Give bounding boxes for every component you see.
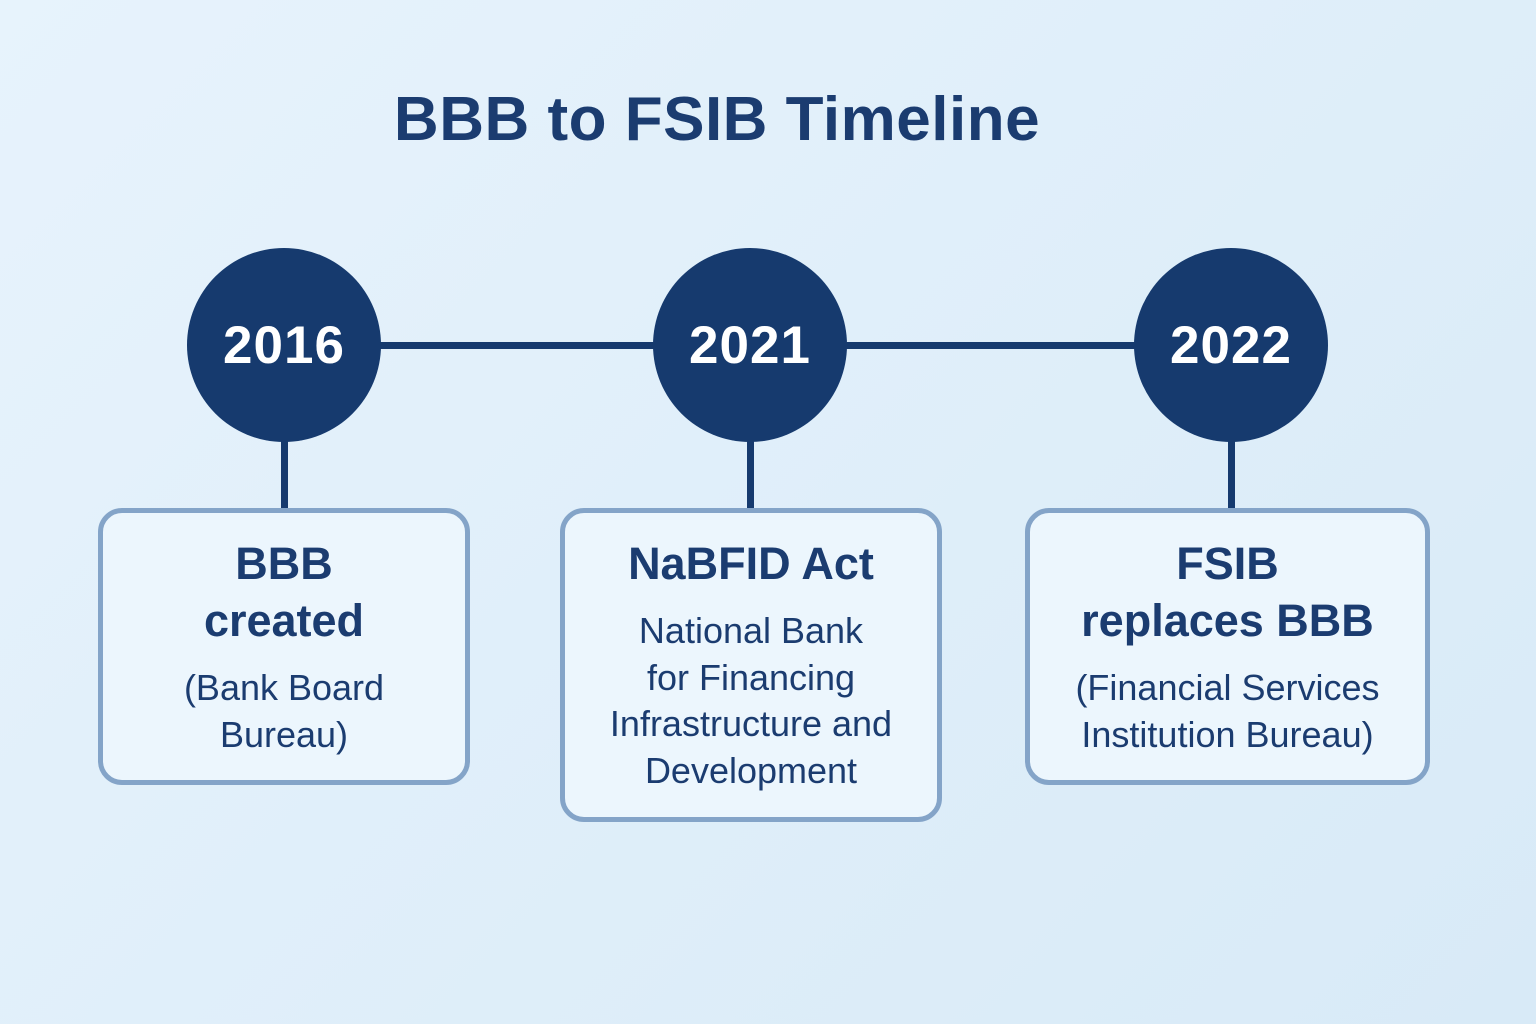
year-node-2021: 2021	[653, 248, 847, 442]
event-card-2021: NaBFID Act National Bank for Financing I…	[560, 508, 942, 822]
event-heading-2022: FSIB replaces BBB	[1081, 537, 1374, 647]
event-heading-2016: BBB created	[203, 537, 365, 647]
connector-line-2022	[1228, 438, 1235, 510]
year-node-2022: 2022	[1134, 248, 1328, 442]
connector-line-2021	[747, 438, 754, 510]
connector-line-2016	[281, 438, 288, 510]
event-card-2022: FSIB replaces BBB (Financial Services In…	[1025, 508, 1430, 785]
page-title: BBB to FSIB Timeline	[393, 85, 1041, 154]
year-label-2016: 2016	[223, 315, 345, 375]
event-description-2016: (Bank Board Bureau)	[183, 666, 385, 755]
year-node-2016: 2016	[187, 248, 381, 442]
event-heading-2021: NaBFID Act	[628, 538, 874, 590]
year-label-2021: 2021	[689, 315, 811, 375]
year-label-2022: 2022	[1170, 315, 1292, 375]
event-description-2022: (Financial Services Institution Bureau)	[1075, 666, 1380, 755]
event-description-2021: National Bank for Financing Infrastructu…	[609, 609, 893, 792]
event-card-2016: BBB created (Bank Board Bureau)	[98, 508, 470, 785]
